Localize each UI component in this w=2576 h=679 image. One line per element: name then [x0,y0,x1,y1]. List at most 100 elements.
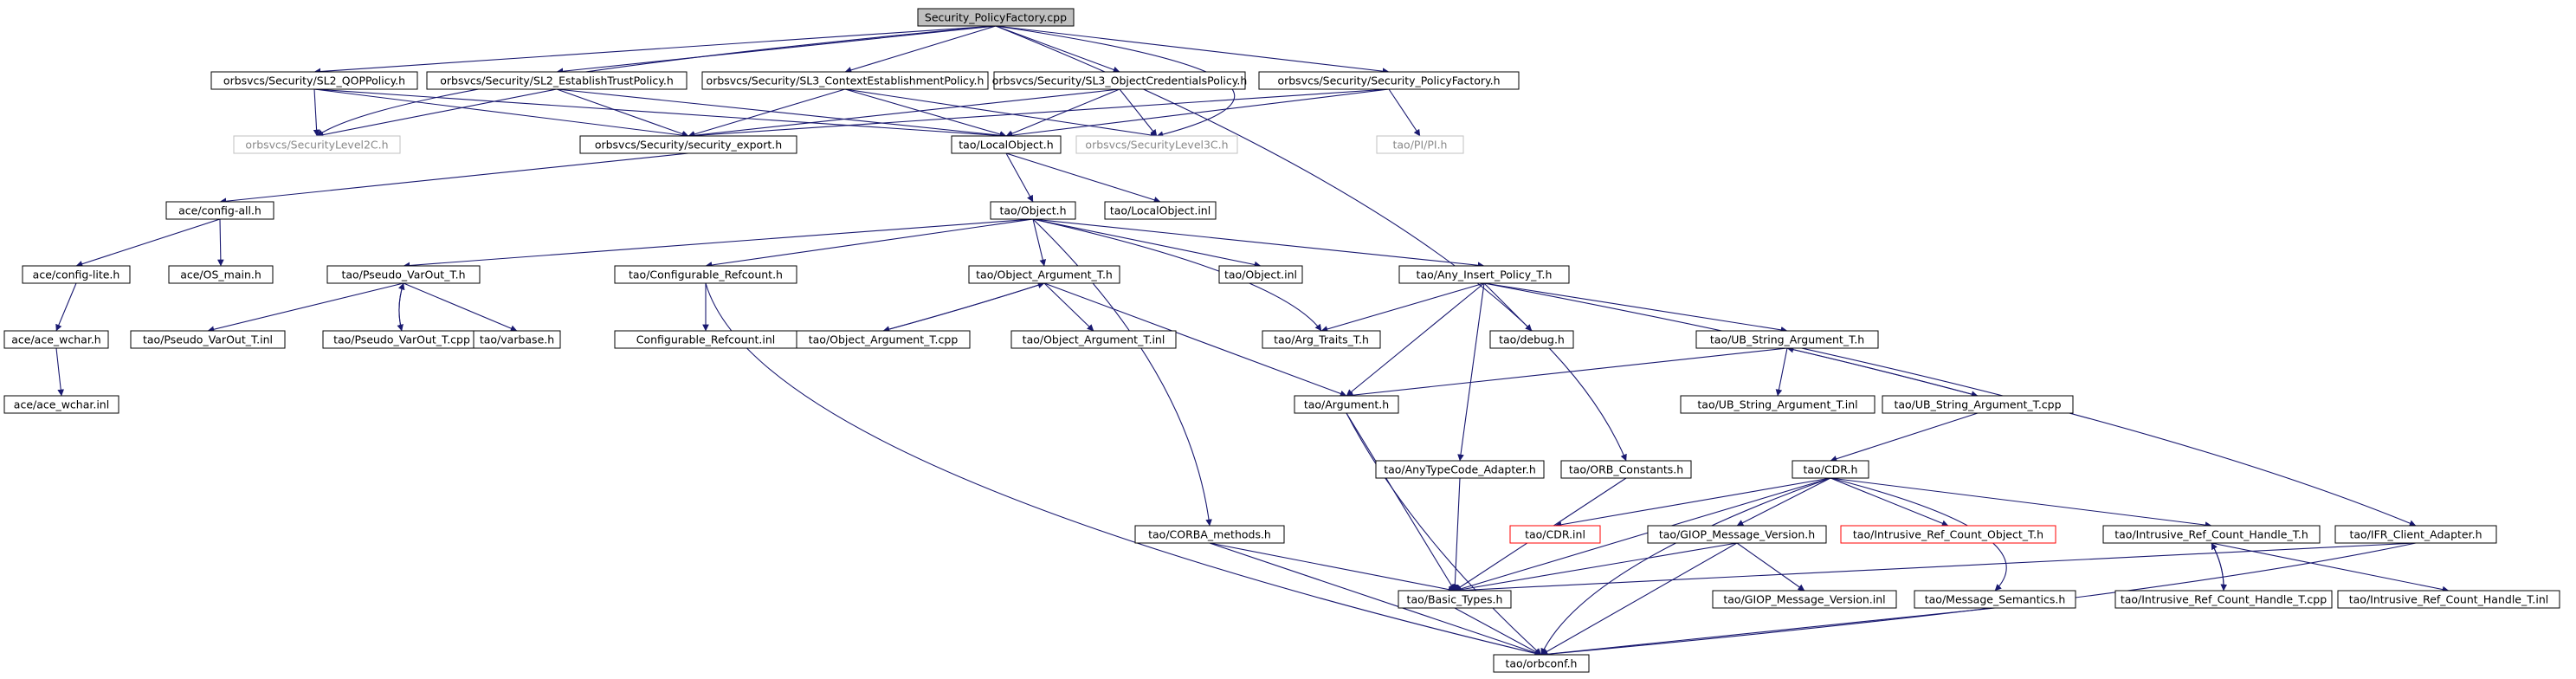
node-box [2114,590,2333,609]
include-edge-sl3_contextestablishmentpolicy_h-to-securitylevel3c_h [844,88,1158,139]
include-edge-object_h-to-configurable_refcount_h [705,218,1034,268]
node-box [2102,525,2321,544]
node-ub-string-argument-t-h[interactable]: tao/UB_String_Argument_T.h [1695,330,1879,349]
node-arg-traits-t-h[interactable]: tao/Arg_Traits_T.h [1262,330,1381,349]
node-box [1680,395,1876,414]
node-pseudo-varout-t-cpp[interactable]: tao/Pseudo_VarOut_T.cpp [322,330,481,349]
node-label: tao/Pseudo_VarOut_T.h [341,268,465,281]
node-label: tao/UB_String_Argument_T.cpp [1894,398,2061,411]
node-intrusive-ref-count-object-t-h[interactable]: tao/Intrusive_Ref_Count_Object_T.h [1840,525,2056,544]
include-edge-ace_wchar_h-to-ace_wchar_inl [55,347,65,397]
node-sl3-objectcredentialspolicy-h[interactable]: orbsvcs/Security/SL3_ObjectCredentialsPo… [992,71,1248,90]
include-edge-object_h-to-corba_methods_h [1032,218,1212,527]
include-edge-intrusive_ref_count_handle_t_cpp-to-intrusive_ref_count_handle_t_h [2211,542,2224,592]
node-pi-h[interactable]: tao/PI/PI.h [1376,135,1464,154]
node-intrusive-ref-count-handle-t-cpp[interactable]: tao/Intrusive_Ref_Count_Handle_T.cpp [2114,590,2333,609]
node-box [993,71,1246,90]
node-box [1398,590,1512,609]
node-argument-h[interactable]: tao/Argument.h [1294,395,1399,414]
node-label: tao/ORB_Constants.h [1569,463,1683,476]
node-config-all-h[interactable]: ace/config-all.h [165,201,274,220]
include-edge-security_policyfactory_cpp-to-sl2_qoppolicy_h [313,25,997,75]
include-edge-cdr_h-to-giop_message_version_h [1736,477,1831,527]
node-label: ace/config-lite.h [33,268,120,281]
node-pseudo-varout-t-inl[interactable]: tao/Pseudo_VarOut_T.inl [130,330,286,349]
include-edge-localobject_h-to-localobject_inl [1005,152,1161,204]
include-edge-basic_types_h-to-orbconf_h [1454,607,1542,656]
node-sl2-qoppolicy-h[interactable]: orbsvcs/Security/SL2_QOPPolicy.h [210,71,418,90]
node-pseudo-varout-t-h[interactable]: tao/Pseudo_VarOut_T.h [326,265,481,284]
node-box [1010,330,1177,349]
include-edge-localobject_h-to-object_h [1005,152,1034,203]
node-box [233,135,401,154]
node-label: ace/config-all.h [178,204,261,217]
node-object-h[interactable]: tao/Object.h [990,201,1076,220]
node-security-policyfactory-h[interactable]: orbsvcs/Security/Security_PolicyFactory.… [1258,71,1520,90]
node-security-policyfactory-cpp[interactable]: Security_PolicyFactory.cpp [917,8,1075,27]
node-cdr-inl[interactable]: tao/CDR.inl [1509,525,1601,544]
node-securitylevel3c-h[interactable]: orbsvcs/SecurityLevel3C.h [1075,135,1238,154]
node-intrusive-ref-count-handle-t-h[interactable]: tao/Intrusive_Ref_Count_Handle_T.h [2102,525,2321,544]
node-object-inl[interactable]: tao/Object.inl [1218,265,1303,284]
node-orbconf-h[interactable]: tao/orbconf.h [1493,654,1590,673]
include-edge-corba_methods_h-to-basic_types_h [1209,542,1456,593]
node-sl2-establishtrustpolicy-h[interactable]: orbsvcs/Security/SL2_EstablishTrustPolic… [426,71,688,90]
include-edge-message_semantics_h-to-orbconf_h [1540,607,1996,658]
node-box [796,330,971,349]
node-varbase-h[interactable]: tao/varbase.h [473,330,561,349]
node-label: tao/Object.inl [1224,268,1297,281]
node-object-argument-t-inl[interactable]: tao/Object_Argument_T.inl [1010,330,1177,349]
node-box [2334,525,2497,544]
node-debug-h[interactable]: tao/debug.h [1489,330,1574,349]
node-object-argument-t-cpp[interactable]: tao/Object_Argument_T.cpp [796,330,971,349]
node-giop-message-version-h[interactable]: tao/GIOP_Message_Version.h [1647,525,1827,544]
node-box [1792,460,1869,479]
node-box [579,135,797,154]
node-ub-string-argument-t-inl[interactable]: tao/UB_String_Argument_T.inl [1680,395,1876,414]
node-box [1647,525,1827,544]
node-box [1493,654,1590,673]
node-label: tao/LocalObject.h [959,139,1053,152]
node-label: tao/LocalObject.inl [1110,204,1211,217]
node-any-insert-policy-t-h[interactable]: tao/Any_Insert_Policy_T.h [1398,265,1570,284]
node-box [1509,525,1601,544]
node-ace-wchar-h[interactable]: ace/ace_wchar.h [3,330,109,349]
include-edge-object_argument_t_h-to-object_argument_t_inl [1043,282,1094,332]
node-box [1560,460,1692,479]
node-configurable-refcount-h[interactable]: tao/Configurable_Refcount.h [614,265,797,284]
node-anytypecode-adapter-h[interactable]: tao/AnyTypeCode_Adapter.h [1375,460,1545,479]
node-sl3-contextestablishmentpolicy-h[interactable]: orbsvcs/Security/SL3_ContextEstablishmen… [701,71,989,90]
node-localobject-inl[interactable]: tao/LocalObject.inl [1104,201,1217,220]
node-localobject-h[interactable]: tao/LocalObject.h [951,135,1062,154]
node-label: tao/Object.h [999,204,1066,217]
node-configurable-refcount-inl[interactable]: Configurable_Refcount.inl [614,330,797,349]
node-box [1375,460,1545,479]
node-intrusive-ref-count-handle-t-inl[interactable]: tao/Intrusive_Ref_Count_Handle_T.inl [2337,590,2560,609]
node-securitylevel2c-h[interactable]: orbsvcs/SecurityLevel2C.h [233,135,401,154]
node-box [1840,525,2056,544]
node-cdr-h[interactable]: tao/CDR.h [1792,460,1869,479]
node-message-semantics-h[interactable]: tao/Message_Semantics.h [1914,590,2076,609]
node-label: Security_PolicyFactory.cpp [925,11,1067,24]
node-label: tao/Intrusive_Ref_Count_Handle_T.inl [2349,593,2548,606]
node-orb-constants-h[interactable]: tao/ORB_Constants.h [1560,460,1692,479]
node-label: tao/debug.h [1499,333,1565,346]
node-basic-types-h[interactable]: tao/Basic_Types.h [1398,590,1512,609]
node-ub-string-argument-t-cpp[interactable]: tao/UB_String_Argument_T.cpp [1882,395,2074,414]
node-giop-message-version-inl[interactable]: tao/GIOP_Message_Version.inl [1712,590,1897,609]
include-edge-security_policyfactory_h-to-security_export_h [688,88,1390,139]
node-label: tao/Pseudo_VarOut_T.cpp [333,333,470,346]
node-ifr-client-adapter-h[interactable]: tao/IFR_Client_Adapter.h [2334,525,2497,544]
node-ace-wchar-inl[interactable]: ace/ace_wchar.inl [3,395,119,414]
node-label: tao/Pseudo_VarOut_T.inl [143,333,273,346]
node-os-main-h[interactable]: ace/OS_main.h [168,265,274,284]
node-object-argument-t-h[interactable]: tao/Object_Argument_T.h [968,265,1120,284]
include-edge-sl2_qoppolicy_h-to-security_export_h [313,88,689,139]
node-box [1218,265,1303,284]
node-label: tao/IFR_Client_Adapter.h [2349,528,2482,541]
node-corba-methods-h[interactable]: tao/CORBA_methods.h [1134,525,1285,544]
include-edge-sl3_objectcredentialspolicy_h-to-security_export_h [688,88,1120,139]
node-security-export-h[interactable]: orbsvcs/Security/security_export.h [579,135,797,154]
node-config-lite-h[interactable]: ace/config-lite.h [22,265,131,284]
include-edge-config_lite_h-to-ace_wchar_h [55,282,77,332]
